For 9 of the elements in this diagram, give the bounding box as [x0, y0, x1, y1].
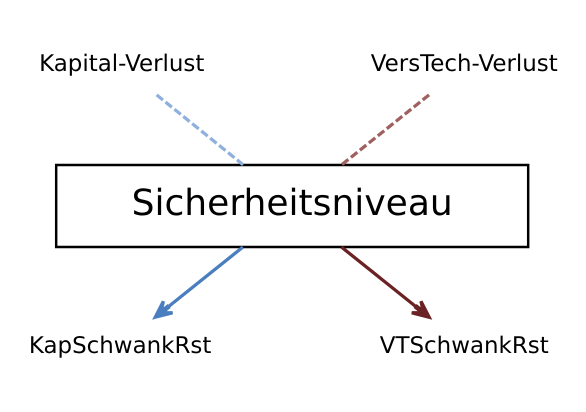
connector	[340, 94, 430, 166]
connector	[156, 94, 244, 166]
arrow	[340, 246, 431, 319]
node-text: VTSchwankRst	[380, 333, 549, 360]
node-text: Kapital-Verlust	[39, 51, 204, 78]
node-text: VersTech-Verlust	[370, 51, 558, 78]
arrow	[154, 246, 244, 319]
node-text: KapSchwankRst	[28, 333, 212, 360]
node-box: Sicherheitsniveau	[54, 164, 530, 248]
